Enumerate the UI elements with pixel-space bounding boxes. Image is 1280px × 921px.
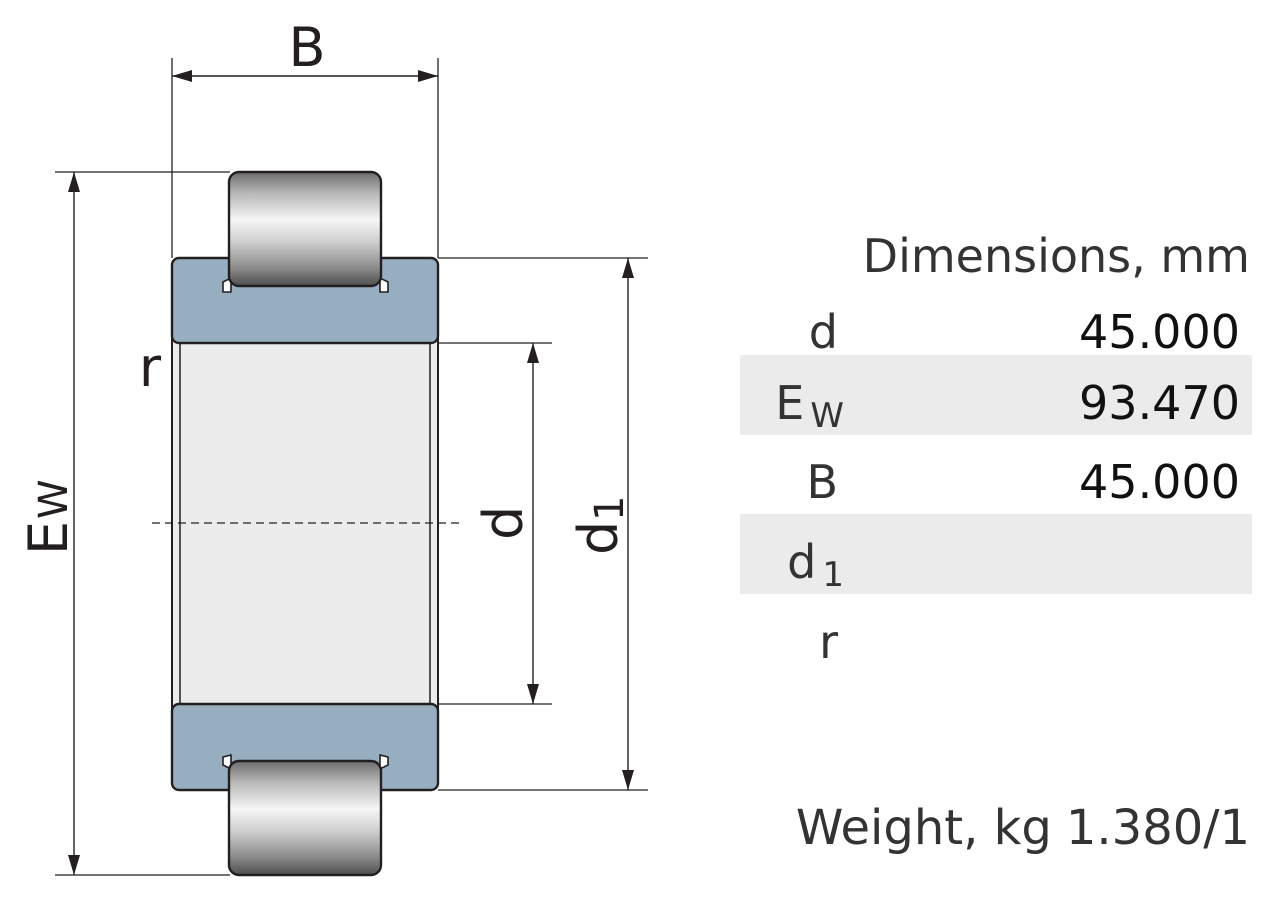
dimension-value: 93.470 <box>1079 376 1240 430</box>
dimensions-title: Dimensions, mm <box>862 229 1250 283</box>
bearing-drawing: B r E W d d 1 <box>17 16 648 877</box>
r-label: r <box>139 336 162 399</box>
b-label: B <box>288 16 325 79</box>
dimension-row-r: r <box>740 600 1252 680</box>
bore-area <box>171 337 439 711</box>
dimension-symbol: d <box>808 305 838 359</box>
dimension-value: 45.000 <box>1079 455 1240 509</box>
d1-label: d 1 <box>567 496 633 555</box>
svg-text:1: 1 <box>587 496 633 521</box>
weight-label: Weight, kg <box>795 800 1052 856</box>
dimension-row-d: d 45.000 <box>740 296 1252 376</box>
dimension-value: 45.000 <box>1079 305 1240 359</box>
roller-bottom <box>227 759 383 877</box>
roller-top <box>227 170 383 288</box>
dimension-symbol: B <box>806 455 838 509</box>
weight-value: 1.380/1 <box>1065 800 1250 856</box>
d-label: d <box>472 506 535 540</box>
ew-label: E W <box>17 479 80 555</box>
svg-text:d: d <box>472 506 535 540</box>
svg-text:d: d <box>567 521 630 555</box>
svg-text:E: E <box>17 521 80 555</box>
dimension-symbol: r <box>819 615 838 669</box>
svg-text:W: W <box>31 479 77 519</box>
extension-lines <box>55 58 648 876</box>
dimension-row-b: B 45.000 <box>740 446 1252 526</box>
